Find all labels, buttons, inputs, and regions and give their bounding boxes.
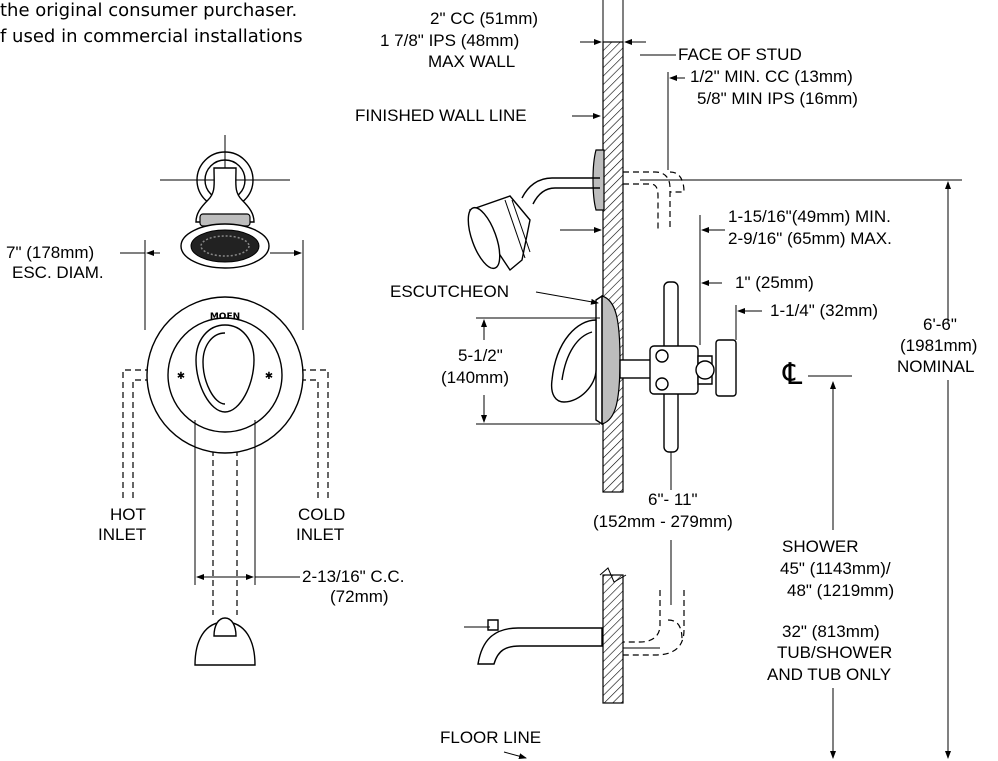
- esc-diam-label-1: 7" (178mm): [6, 243, 94, 262]
- escutcheon-arrow: [535, 291, 599, 305]
- side-handle-shade: [561, 331, 593, 381]
- side-showerhead-ring-1: [504, 199, 526, 259]
- min-cc-label-1: 1/2" MIN. CC (13mm): [690, 67, 853, 86]
- min-cc-label-2: 5/8" MIN IPS (16mm): [697, 89, 858, 108]
- cc-label-2: (72mm): [330, 587, 389, 606]
- arm-label-1: 1-15/16"(49mm) MIN.: [728, 207, 891, 226]
- cc-top-label-1: 2" CC (51mm): [430, 9, 538, 28]
- supply-pipe-upper-b: [623, 183, 659, 230]
- cc-top-label-3: MAX WALL: [428, 52, 515, 71]
- tub-label-3: AND TUB ONLY: [767, 665, 891, 684]
- side-escutcheon-edge: [595, 294, 603, 426]
- nominal-label-1: 6'-6": [923, 315, 957, 334]
- arm-label-2: 2-9/16" (65mm) MAX.: [728, 229, 892, 248]
- shower-label-1: SHOWER: [782, 537, 859, 556]
- shower-arm-top: [521, 177, 600, 199]
- side-showerhead-face: [467, 206, 501, 270]
- brand-logo: MOEN: [210, 312, 240, 322]
- side-handle: [550, 319, 597, 403]
- h1-label-2: (140mm): [441, 368, 509, 387]
- floor-line-label: FLOOR LINE: [440, 728, 541, 747]
- side-view: 2" CC (51mm) 1 7/8" IPS (48mm) MAX WALL …: [355, 0, 977, 760]
- depth-label-2: (152mm - 279mm): [593, 512, 733, 531]
- cold-pipe-outer: [300, 369, 329, 498]
- supply-pipe-upper-a: [623, 171, 671, 230]
- cold-inlet-label-2: INLET: [296, 525, 344, 544]
- side-flange: [592, 149, 605, 211]
- supply-elbow: [669, 171, 685, 193]
- showerhead-body: [195, 167, 255, 223]
- centerline-symbol: ℄: [782, 357, 802, 392]
- front-view: 7" (178mm) ESC. DIAM. MOEN ✱ ✱ ✱ HOT INL…: [6, 135, 404, 666]
- showerhead-nozzle-ring: [200, 235, 250, 257]
- lower-pipe-b: [623, 590, 685, 656]
- d2-label: 1-1/4" (32mm): [770, 301, 878, 320]
- h1-label-1: 5-1/2": [458, 346, 503, 365]
- escutcheon-label: ESCUTCHEON: [390, 282, 509, 301]
- side-tub-spout: [477, 627, 603, 665]
- cold-inlet-label-1: COLD: [298, 505, 345, 524]
- cold-pipe-inner: [300, 379, 319, 498]
- esc-diam-label-2: ESC. DIAM.: [12, 263, 104, 282]
- shower-label-2: 45" (1143mm)/: [780, 559, 891, 578]
- valve-port: [695, 360, 715, 380]
- hot-pipe-inner: [132, 379, 150, 498]
- intro-line-2: f used in commercial installations: [0, 26, 303, 47]
- valve-nut-1: [655, 349, 669, 363]
- valve-cap: [715, 339, 737, 397]
- lower-elbow: [667, 619, 683, 641]
- cold-indicator-icon: ✱: [265, 371, 273, 382]
- tub-label-2: TUB/SHOWER: [777, 643, 892, 662]
- nominal-label-3: NOMINAL: [897, 357, 974, 376]
- intro-line-1: the original consumer purchaser.: [0, 0, 297, 21]
- nominal-label-2: (1981mm): [900, 336, 977, 355]
- hot-inlet-label-1: HOT: [110, 505, 146, 524]
- face-of-stud-label: FACE OF STUD: [678, 45, 802, 64]
- hot-pipe-outer: [122, 369, 150, 498]
- depth-label-1: 6"- 11": [648, 490, 698, 509]
- d1-label: 1" (25mm): [735, 273, 814, 292]
- valve-handle-shade: [202, 332, 226, 405]
- floor-arrow: [503, 751, 527, 760]
- valve-nut-2: [655, 377, 669, 391]
- wall-section-upper: [602, 41, 624, 493]
- cc-label-1: 2-13/16" C.C.: [302, 567, 404, 586]
- showerhead-nozzles: [190, 229, 260, 263]
- shower-arm-bottom: [532, 187, 600, 205]
- cc-top-label-2: 1 7/8" IPS (48mm): [380, 31, 519, 50]
- side-diverter-knob: [487, 619, 499, 631]
- wall-section-lower: [602, 574, 624, 704]
- escutcheon-inner-ring: [167, 317, 283, 433]
- hot-indicator-icon: ✱: [177, 371, 185, 382]
- finished-wall-label: FINISHED WALL LINE: [355, 106, 527, 125]
- lower-pipe-a: [623, 590, 661, 643]
- side-showerhead-ring-2: [511, 199, 531, 253]
- shower-label-3: 48" (1219mm): [787, 581, 894, 600]
- hot-inlet-label-2: INLET: [98, 525, 146, 544]
- tub-spout-diverter: [213, 617, 237, 637]
- wall-break-mark: [599, 567, 627, 583]
- tub-label-1: 32" (813mm): [782, 622, 880, 641]
